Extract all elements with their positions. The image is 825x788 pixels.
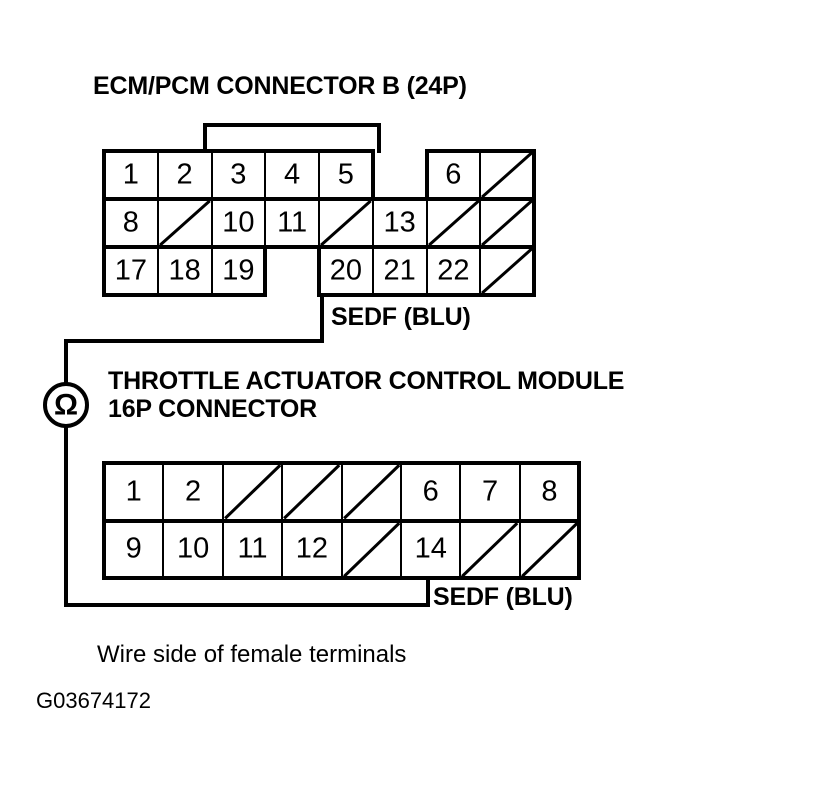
connector-b-cell (479, 150, 535, 200)
tacm-pin-number: 10 (176, 532, 210, 565)
tacm-cell: 12 (281, 519, 343, 579)
connector-b-pin-number: 13 (383, 206, 416, 239)
connector-b-pin-number: 17 (114, 254, 147, 287)
connector-b-cell (425, 198, 482, 248)
tacm-unused-diagonal-icon (343, 464, 400, 520)
connector-b-cell: 21 (371, 246, 428, 296)
tacm-cell: 9 (103, 519, 165, 579)
connector-b-pin-number: 19 (222, 254, 255, 287)
tacm-pin-number: 12 (295, 532, 329, 565)
connector-b-cell: 22 (425, 246, 482, 296)
connector-b-pin-number: 1 (122, 158, 139, 191)
tacm-cell: 14 (400, 519, 462, 579)
connector-b-unused-diagonal-icon (320, 200, 372, 246)
tacm-cell: 6 (400, 462, 462, 522)
connector-b-unused-diagonal-icon (481, 248, 533, 294)
tacm-pin-number: 8 (541, 475, 558, 508)
tacm-unused-diagonal-icon (461, 522, 518, 578)
connector-b-cell: 5 (318, 150, 374, 200)
connector-b-pin-number: 11 (277, 206, 308, 239)
tacm-pin-number: 11 (237, 532, 268, 565)
wire-meter-to-tacm-horizontal (64, 603, 430, 607)
connector-b-unused-diagonal-icon (428, 200, 480, 246)
connector-b-pin-number: 5 (337, 158, 354, 191)
connector-b-pin-number: 3 (230, 158, 247, 191)
connector-b-pin-number: 8 (122, 206, 139, 239)
connector-b-unused-diagonal-icon (481, 200, 533, 246)
connector-b-cell (479, 246, 535, 296)
tacm-wire-label: SEDF (BLU) (433, 583, 573, 611)
wire-b-to-meter-horizontal (64, 339, 322, 343)
connector-b-cell: 10 (210, 198, 267, 248)
connector-b-unused-diagonal-icon (481, 152, 533, 198)
tacm-cell: 10 (162, 519, 224, 579)
connector-b-cell (318, 198, 374, 248)
tacm-cell: 8 (518, 462, 581, 522)
connector-b-cell (156, 198, 213, 248)
connector-b-cell: 20 (318, 246, 374, 296)
tacm-cell (518, 519, 581, 579)
connector-b-cell: 8 (103, 198, 159, 248)
tacm-pin-number: 6 (422, 475, 439, 508)
tacm-unused-diagonal-icon (283, 464, 340, 520)
tacm-cell: 1 (103, 462, 165, 522)
connector-b-cell: 19 (210, 246, 267, 296)
tacm-unused-diagonal-icon (521, 522, 578, 578)
connector-b-pin-number: 6 (445, 158, 462, 191)
wire-meter-top-lead (64, 339, 68, 383)
tacm-connector-title-line2: 16P CONNECTOR (108, 395, 318, 423)
tacm-pin-number: 14 (414, 532, 447, 565)
tacm-connector-title-line1: THROTTLE ACTUATOR CONTROL MODULE (108, 367, 625, 395)
connector-b-pin-number: 2 (176, 158, 193, 191)
tacm-cell: 7 (459, 462, 521, 522)
connector-b-cell: 17 (103, 246, 159, 296)
tacm-cell (340, 462, 402, 522)
wire-meter-bottom-lead (64, 427, 68, 607)
ecm-pcm-connector-b-grid: 1 2 3 4 5 6 8 10 11 13 17 18 19 20 21 22 (102, 149, 536, 297)
ohm-glyph: Ω (54, 389, 78, 422)
tacm-pin-number: 7 (482, 475, 499, 508)
connector-b-pin-number: 21 (383, 254, 416, 287)
connector-b-pin-number: 18 (168, 254, 201, 287)
connector-b-unused-diagonal-icon (159, 200, 211, 246)
connector-b-cell: 6 (425, 150, 482, 200)
connector-b-cell (479, 198, 535, 248)
tacm-cell (459, 519, 521, 579)
connector-b-cell: 2 (156, 150, 213, 200)
connector-b-pin-number: 22 (437, 254, 470, 287)
figure-caption: Wire side of female terminals (97, 641, 407, 668)
ecm-pcm-connector-title: ECM/PCM CONNECTOR B (24P) (93, 72, 467, 100)
connector-b-top-bracket (203, 123, 381, 153)
tacm-pin-number: 9 (125, 532, 142, 565)
tacm-cell (281, 462, 343, 522)
connector-b-cell: 18 (156, 246, 213, 296)
figure-id-code: G03674172 (36, 688, 151, 713)
connector-b-cell: 13 (371, 198, 428, 248)
connector-b-cell: 3 (210, 150, 267, 200)
tacm-cell (340, 519, 402, 579)
connector-b-cell: 1 (103, 150, 159, 200)
wire-tacm-pin14-vertical (426, 577, 430, 607)
tacm-cell: 2 (162, 462, 224, 522)
tacm-cell: 11 (221, 519, 284, 579)
ohmmeter-symbol: Ω (42, 381, 90, 429)
connector-b-pin-number: 20 (329, 254, 362, 287)
connector-b-cell: 11 (264, 198, 320, 248)
wire-b-pin20-vertical (320, 295, 324, 343)
connector-b-pin-number: 4 (284, 158, 301, 191)
tacm-unused-diagonal-icon (224, 464, 281, 520)
tacm-pin-number: 2 (185, 475, 202, 508)
tacm-pin-number: 1 (125, 475, 142, 508)
connector-b-wire-label: SEDF (BLU) (331, 303, 471, 331)
connector-b-cell: 4 (264, 150, 320, 200)
connector-b-pin-number: 10 (222, 206, 255, 239)
tacm-cell (221, 462, 284, 522)
tacm-unused-diagonal-icon (343, 522, 400, 578)
